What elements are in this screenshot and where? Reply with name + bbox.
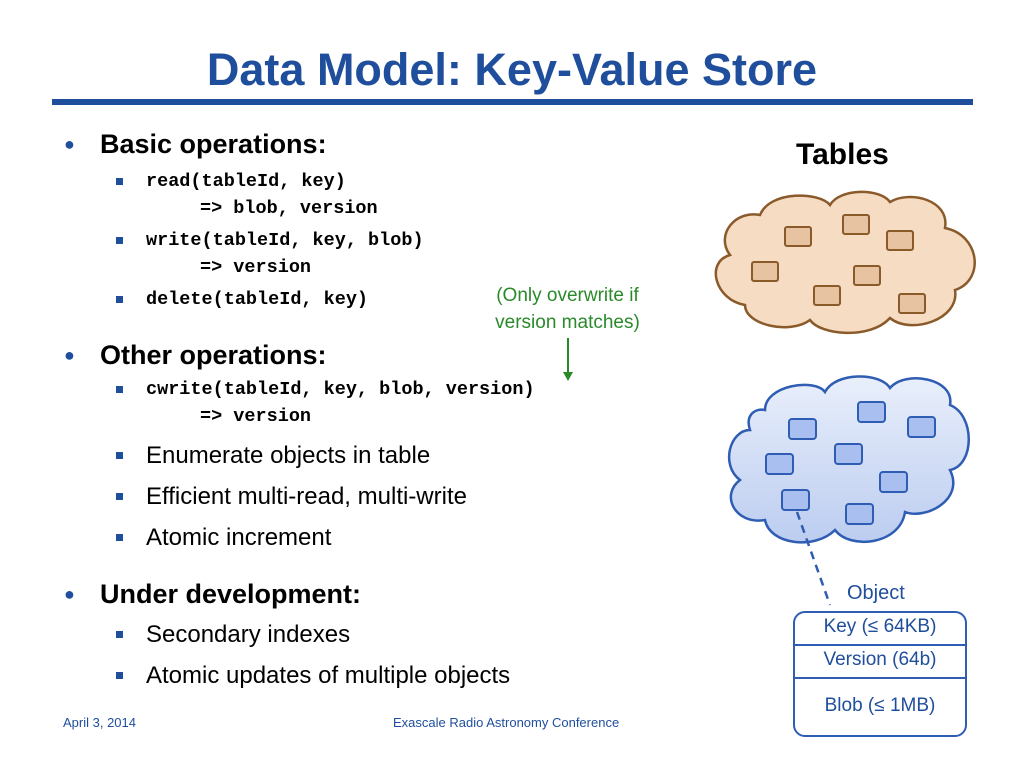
object-square <box>751 261 779 282</box>
code-read-result: => blob, version <box>200 198 378 219</box>
footer-date: April 3, 2014 <box>63 715 136 730</box>
sub-bullet <box>116 452 123 459</box>
object-blob-field: Blob (≤ 1MB) <box>824 695 936 716</box>
section-heading-basic: Basic operations: <box>100 129 327 159</box>
code-write-result: => version <box>200 257 312 278</box>
title-underline <box>52 99 973 105</box>
footer-event: Exascale Radio Astronomy Conference <box>393 715 620 730</box>
object-divider <box>795 677 965 679</box>
object-key-field: Key (≤ 64KB) <box>823 616 937 637</box>
sub-bullet <box>116 534 123 541</box>
object-box: Key (≤ 64KB) Version (64b) Blob (≤ 1MB) <box>793 611 967 737</box>
object-square <box>853 265 881 286</box>
object-square <box>842 214 870 235</box>
sub-bullet <box>116 296 123 303</box>
object-version-field: Version (64b) <box>823 649 937 670</box>
tables-cloud-tan <box>714 190 976 335</box>
sub-bullet <box>116 178 123 185</box>
slide-title: Data Model: Key-Value Store <box>206 44 818 95</box>
code-read: read(tableId, key) <box>146 171 346 192</box>
code-cwrite-result: => version <box>200 406 312 427</box>
bullet-dot: ● <box>64 134 75 154</box>
object-square <box>879 471 908 493</box>
overwrite-note-line2: version matches) <box>495 312 640 333</box>
object-square <box>886 230 914 251</box>
sub-bullet <box>116 386 123 393</box>
object-square <box>784 226 812 247</box>
sub-bullet <box>116 237 123 244</box>
object-square <box>788 418 817 440</box>
item-atomic-increment: Atomic increment <box>146 524 332 551</box>
code-write: write(tableId, key, blob) <box>146 230 424 251</box>
object-connector <box>795 511 832 606</box>
bullet-dot: ● <box>64 345 75 365</box>
bullet-dot: ● <box>64 584 75 604</box>
object-square <box>898 293 926 314</box>
section-heading-other: Other operations: <box>100 340 327 370</box>
code-cwrite: cwrite(tableId, key, blob, version) <box>146 379 535 400</box>
object-square <box>765 453 794 475</box>
item-secondary-indexes: Secondary indexes <box>146 621 351 648</box>
object-square <box>907 416 936 438</box>
section-heading-under-development: Under development: <box>100 579 362 609</box>
sub-bullet <box>116 631 123 638</box>
object-square <box>845 503 874 525</box>
item-enumerate: Enumerate objects in table <box>146 442 431 469</box>
object-square <box>857 401 886 423</box>
object-square <box>834 443 863 465</box>
overwrite-note: (Only overwrite if version matches) <box>470 282 665 336</box>
item-multi-read-write: Efficient multi-read, multi-write <box>146 483 467 510</box>
sub-bullet <box>116 493 123 500</box>
sub-bullet <box>116 672 123 679</box>
item-atomic-updates: Atomic updates of multiple objects <box>146 662 511 689</box>
overwrite-note-line1: (Only overwrite if <box>496 285 639 306</box>
tables-cloud-blue <box>727 375 970 544</box>
object-square <box>813 285 841 306</box>
object-square <box>781 489 810 511</box>
note-arrow <box>563 338 573 381</box>
object-label: Object <box>847 582 905 604</box>
code-delete: delete(tableId, key) <box>146 289 369 310</box>
object-divider <box>795 644 965 646</box>
tables-label: Tables <box>796 138 889 171</box>
